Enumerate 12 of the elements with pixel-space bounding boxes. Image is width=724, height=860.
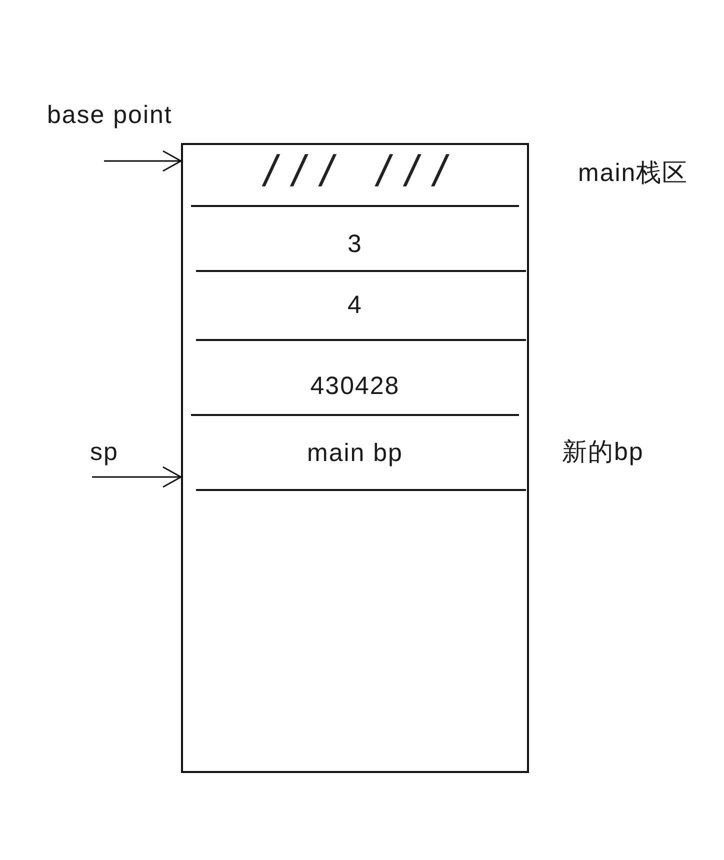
- stack-slot: main bp: [183, 416, 527, 491]
- stack-slot: 430428: [183, 341, 527, 416]
- stack-slot: 4: [183, 272, 527, 341]
- edge-label: sp: [90, 440, 118, 465]
- stack-slot: /// ///: [183, 145, 527, 207]
- arrow: [104, 150, 182, 172]
- side-label: 新的bp: [562, 440, 644, 465]
- stack-slot: 3: [183, 207, 527, 272]
- arrow: [92, 466, 182, 488]
- side-label: main栈区: [578, 161, 688, 186]
- edge-label: base point: [47, 103, 172, 128]
- stack-frame: [181, 143, 529, 773]
